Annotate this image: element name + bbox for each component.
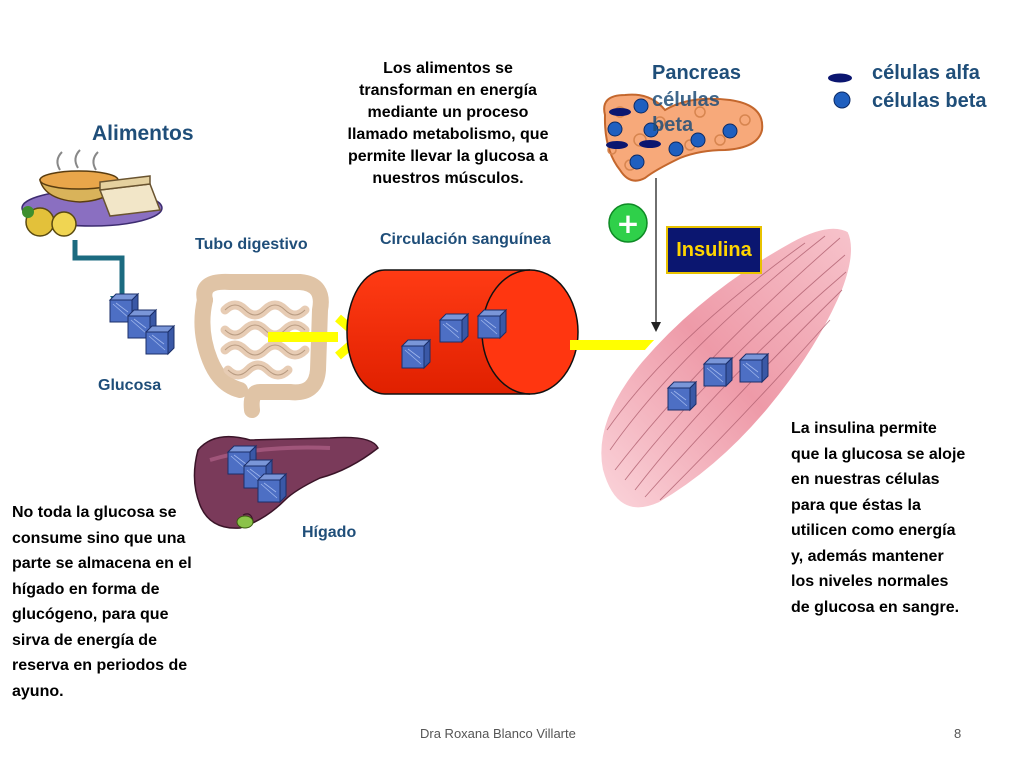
legend-alpha-label: células alfa: [872, 62, 980, 84]
pancreas-illustration: [603, 93, 764, 182]
metabolismo-line: llamado metabolismo, que: [347, 126, 549, 143]
insulina-line: en nuestras células: [791, 471, 940, 488]
higado-line: glucógeno, para que: [12, 606, 169, 623]
insulina-paragraph: La insulina permite que la glucosa se al…: [791, 416, 1006, 620]
insulina-line: los niveles normales: [791, 573, 949, 590]
pancreas-beta-label: beta: [652, 114, 694, 136]
insulina-line: para que éstas la: [791, 496, 921, 514]
tubo-digestivo-label: Tubo digestivo: [195, 236, 308, 253]
legend-beta-label: células beta: [872, 90, 987, 112]
insulina-line: y, además mantener: [791, 547, 944, 565]
glucose-cubes: [109, 293, 175, 355]
higado-line: sirva de energía de: [12, 631, 157, 649]
higado-line: reserva en periodos de: [12, 657, 188, 674]
intestine-illustration: [183, 270, 330, 418]
metabolismo-paragraph: Los alimentos se transforman en energía …: [333, 58, 563, 190]
pancreas-cells-label: células: [652, 89, 720, 111]
insulina-label: Insulina: [676, 238, 752, 261]
plus-circle: [608, 203, 648, 243]
higado-line: No toda la glucosa se: [12, 504, 177, 521]
higado-line: consume sino que una: [12, 529, 186, 547]
metabolismo-line: nuestros músculos.: [372, 170, 524, 187]
circulacion-label: Circulación sanguínea: [380, 231, 551, 248]
plus-sign: +: [616, 206, 640, 240]
blood-vessel: [346, 269, 579, 395]
page-number: 8: [954, 726, 962, 741]
metabolismo-line: permite llevar la glucosa a: [347, 148, 549, 165]
insulina-box: Insulina: [666, 226, 762, 274]
higado-line: hígado en forma de: [12, 580, 160, 598]
higado-paragraph: No toda la glucosa se consume sino que u…: [12, 500, 232, 704]
insulina-line: que la glucosa se aloje: [791, 445, 966, 463]
liver-illustration: [193, 435, 379, 529]
pancreas-label: Pancreas: [652, 62, 741, 84]
higado-line: parte se almacena en el: [12, 555, 192, 572]
glucosa-label: Glucosa: [98, 377, 162, 394]
footer-author: Dra Roxana Blanco Villarte: [420, 726, 576, 741]
higado-label: Hígado: [302, 524, 357, 541]
alimentos-label: Alimentos: [92, 122, 194, 145]
higado-line: ayuno.: [12, 682, 64, 700]
insulina-line: de glucosa en sangre.: [791, 598, 960, 616]
metabolismo-line: Los alimentos se: [383, 60, 513, 77]
beta-cell-legend-marker: [833, 91, 851, 109]
insulina-line: utilicen como energía: [791, 522, 956, 539]
muscle-illustration: [595, 222, 857, 514]
metabolismo-line: mediante un proceso: [367, 104, 529, 121]
food-illustration: [21, 149, 163, 237]
alpha-cell-legend-marker: [828, 73, 852, 83]
insulina-line: La insulina permite: [791, 420, 937, 437]
food-to-glucose-arrow: [72, 240, 125, 298]
metabolismo-line: transforman en energía: [359, 82, 537, 99]
